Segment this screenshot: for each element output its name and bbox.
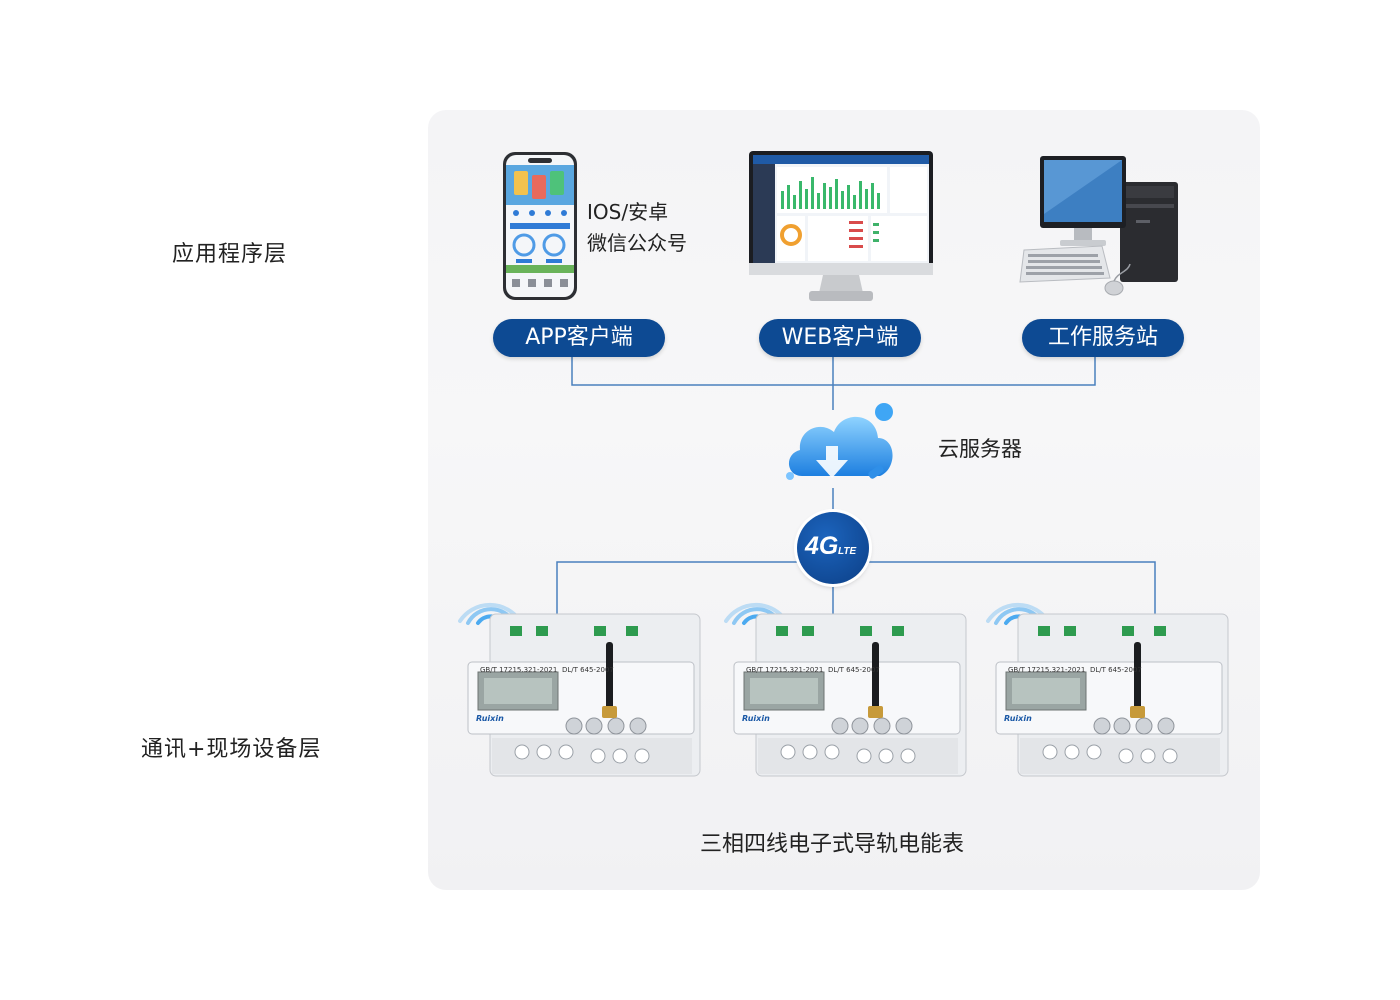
energy-meter-1: GB/T 17215.321-2021 DL/T 645-2007 Ruixin <box>462 610 702 782</box>
application-layer-label: 应用程序层 <box>172 242 288 267</box>
app-note-line1: IOS/安卓 <box>587 200 669 224</box>
4g-lte-badge: 4G LTE <box>797 512 869 584</box>
meter-standard-2: DL/T 645-2007 <box>1090 666 1142 674</box>
energy-meter-3: GB/T 17215.321-2021 DL/T 645-2007 Ruixin <box>990 610 1230 782</box>
app-platform-note: IOS/安卓 微信公众号 <box>587 197 687 259</box>
meter-brand: Ruixin <box>1004 714 1032 723</box>
meter-standard: GB/T 17215.321-2021 <box>746 666 824 674</box>
lte-label: LTE <box>838 546 857 557</box>
meter-body <box>467 613 701 777</box>
4g-label: 4G <box>805 532 839 560</box>
meter-body <box>995 613 1229 777</box>
workstation-button[interactable]: 工作服务站 <box>1022 319 1184 357</box>
meter-body <box>733 613 967 777</box>
app-client-button[interactable]: APP客户端 <box>493 319 665 357</box>
meter-standard: GB/T 17215.321-2021 <box>480 666 558 674</box>
desktop-computer-icon <box>1019 156 1178 296</box>
meter-brand: Ruixin <box>476 714 504 723</box>
meter-brand: Ruixin <box>742 714 770 723</box>
meter-standard-2: DL/T 645-2007 <box>828 666 880 674</box>
monitor-icon <box>749 151 933 301</box>
web-client-button[interactable]: WEB客户端 <box>759 319 921 357</box>
meter-standard-2: DL/T 645-2007 <box>562 666 614 674</box>
cloud-server-label: 云服务器 <box>938 437 1022 461</box>
energy-meter-2: GB/T 17215.321-2021 DL/T 645-2007 Ruixin <box>728 610 968 782</box>
app-note-line2: 微信公众号 <box>587 231 687 255</box>
meter-standard: GB/T 17215.321-2021 <box>1008 666 1086 674</box>
devices-caption: 三相四线电子式导轨电能表 <box>700 832 965 857</box>
cloud-server-icon <box>786 403 893 480</box>
field-layer-label: 通讯+现场设备层 <box>141 737 322 762</box>
phone-icon <box>503 152 577 300</box>
